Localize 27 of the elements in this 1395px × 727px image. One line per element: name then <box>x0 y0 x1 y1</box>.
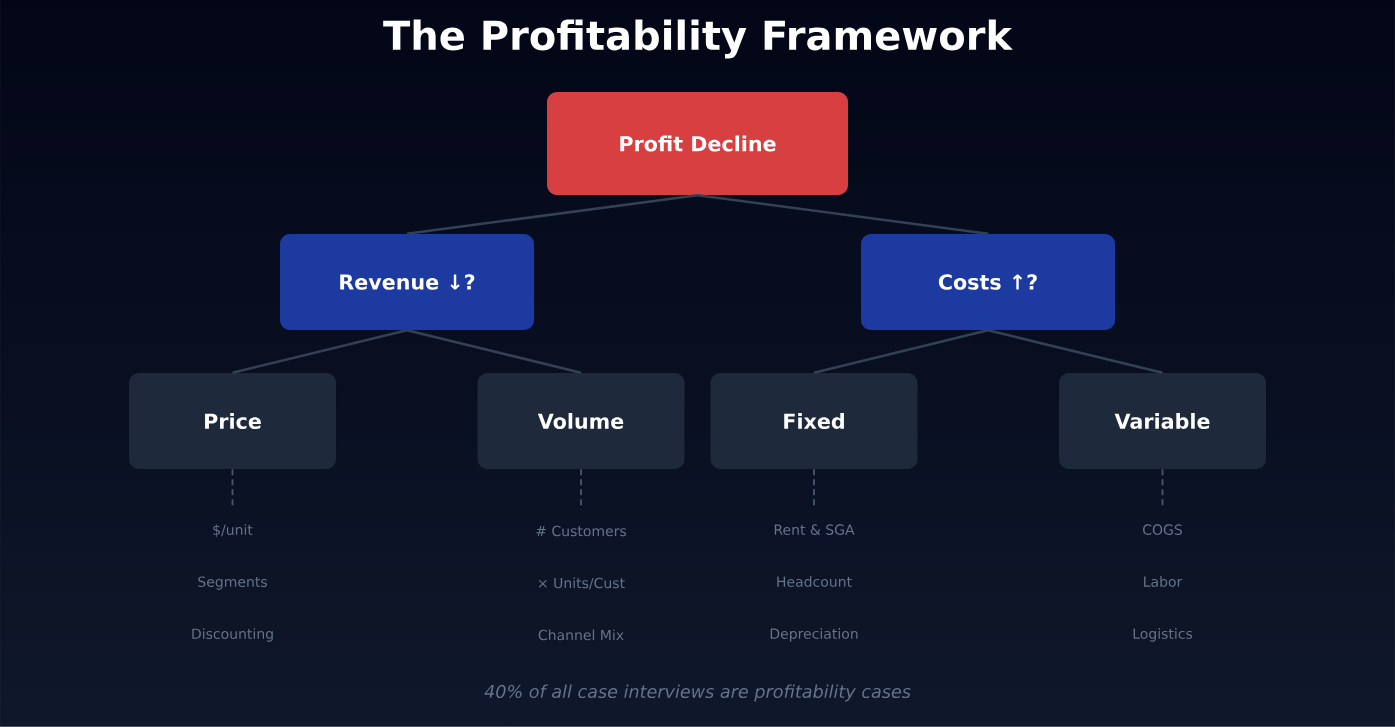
leaf-box: Variable <box>1059 373 1266 469</box>
leaf-box: Volume <box>477 373 685 469</box>
list-item: $/unit <box>213 524 253 537</box>
list-item: × Units/Cust <box>538 577 625 590</box>
branch-box: Revenue ↓? <box>280 234 534 330</box>
title: The Profitability Framework <box>383 19 1013 59</box>
list-item: Headcount <box>777 576 852 587</box>
leaf-box: Fixed <box>710 373 918 469</box>
list-item: Channel Mix <box>538 629 624 641</box>
connector-line <box>697 194 989 235</box>
list-item: Rent & SGA <box>774 524 855 535</box>
leaf-box: Price <box>129 373 336 469</box>
connector-line <box>987 329 1163 374</box>
root-box: Profit Decline <box>547 92 848 195</box>
list-item: Segments <box>198 576 267 590</box>
branch-box: Costs ↑? <box>861 234 1115 330</box>
connector-line <box>232 329 408 374</box>
connector-line <box>406 329 582 374</box>
connector-line <box>406 194 698 235</box>
connector-line <box>813 329 989 374</box>
list-item: Labor <box>1144 576 1183 587</box>
list-item: Discounting <box>192 628 273 642</box>
caption: 40% of all case interviews are profitability cases <box>484 684 911 702</box>
list-item: # Customers <box>536 525 627 537</box>
list-item: Logistics <box>1133 628 1193 642</box>
list-item: Depreciation <box>770 628 858 642</box>
list-item: COGS <box>1143 524 1182 535</box>
